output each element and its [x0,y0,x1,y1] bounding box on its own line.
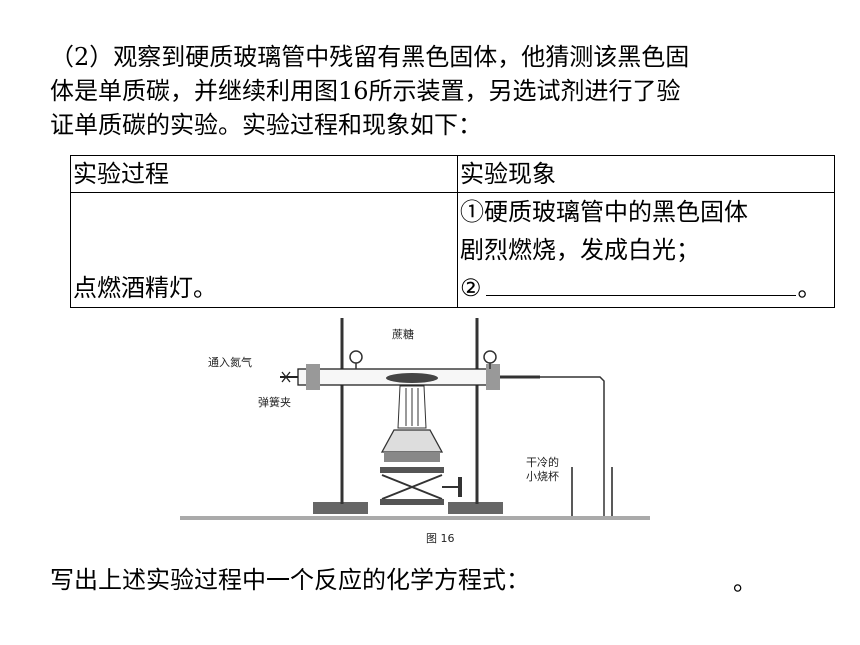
burner-flame [397,385,427,429]
experiment-table: 实验过程 实验现象 点燃酒精灯。 ①硬质玻璃管中的黑色固体 剧烈燃烧，发成白光；… [70,155,835,308]
table-row: 点燃酒精灯。 ①硬质玻璃管中的黑色固体 剧烈燃烧，发成白光； ②。 [70,192,835,308]
bench [180,516,650,520]
beaker [571,467,613,520]
answer-blank[interactable] [485,273,796,296]
observation-line-2: 剧烈燃烧，发成白光； [460,236,700,264]
clamp-label: 弹簧夹 [258,395,291,409]
table-header-row: 实验过程 实验现象 [70,155,835,193]
question-line-2: 体是单质碳，并继续利用图16所示装置，另选试剂进行了验 [50,77,681,105]
figure-caption: 图 16 [426,532,455,545]
gas-inlet-label: 通入氮气 [208,355,252,369]
answer-period: 。 [733,568,757,596]
clamp-left [349,350,363,369]
observation-line-1: ①硬质玻璃管中的黑色固体 [460,198,748,226]
observation-cell: ①硬质玻璃管中的黑色固体 剧烈燃烧，发成白光； ②。 [457,192,835,308]
observation-blank-suffix: 。 [797,274,822,302]
clamp-right [483,350,497,369]
sugar-label: 蔗糖 [392,327,414,341]
equation-prompt: 写出上述实验过程中一个反应的化学方程式： [50,566,530,594]
question-line-3: 证单质碳的实验。实验过程和现象如下： [50,111,482,139]
observation-blank-prefix: ② [460,274,482,302]
sugar-sample [386,373,438,383]
procedure-text: 点燃酒精灯。 [73,274,217,302]
procedure-cell: 点燃酒精灯。 [70,192,458,308]
apparatus-figure: 蔗糖 通入氮气 弹簧夹 干冷的 小烧杯 图 16 [180,318,650,545]
delivery-tube [500,375,605,517]
question-line-1: （2）观察到硬质玻璃管中残留有黑色固体，他猜测该黑色固 [50,43,690,71]
beaker-label-1: 干冷的 [526,455,559,469]
ring-stand-left [313,318,368,514]
ring-stand-right [448,318,503,514]
header-observation: 实验现象 [457,155,835,193]
alcohol-lamp [380,429,444,462]
question-paragraph: （2）观察到硬质玻璃管中残留有黑色固体，他猜测该黑色固 体是单质碳，并继续利用图… [50,40,689,142]
observation-blank-line: ②。 [460,269,832,307]
beaker-label-2: 小烧杯 [526,469,559,483]
header-procedure: 实验过程 [70,155,458,193]
lab-jack [380,467,462,505]
